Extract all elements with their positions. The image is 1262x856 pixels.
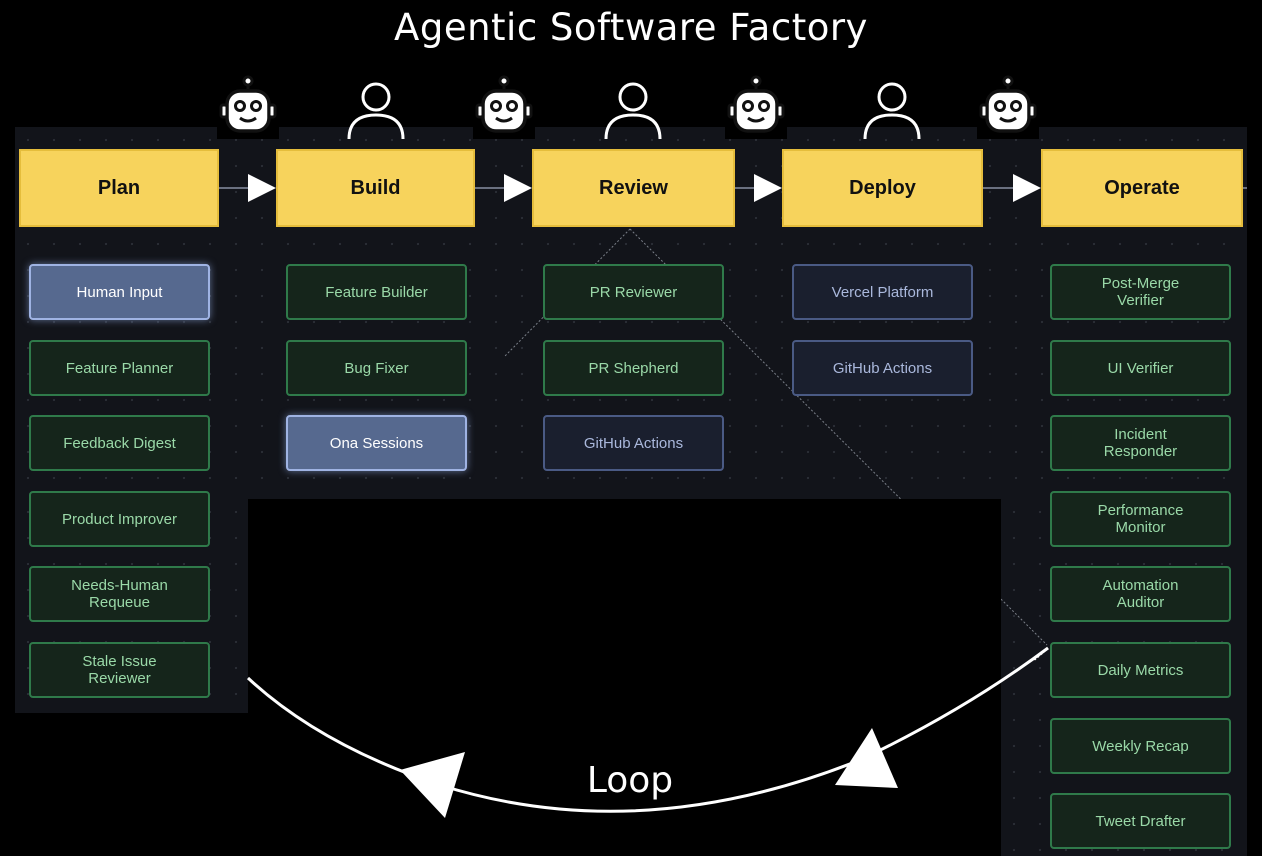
card-github-actions-deploy: GitHub Actions	[792, 340, 973, 396]
card-post-merge-verifier: Post-Merge Verifier	[1050, 264, 1231, 320]
card-feature-planner: Feature Planner	[29, 340, 210, 396]
card-incident-responder: Incident Responder	[1050, 415, 1231, 471]
stage-label: Plan	[97, 176, 141, 199]
stage-label: Build	[350, 176, 401, 199]
arrowhead-icon	[400, 752, 465, 818]
stage-label: Deploy	[849, 176, 916, 199]
arrow-right-icon	[248, 174, 276, 202]
stage-build: Build	[276, 149, 475, 227]
arrowhead-icon	[835, 728, 898, 788]
card-pr-shepherd: PR Shepherd	[543, 340, 724, 396]
robot-icon	[217, 75, 279, 139]
stage-label: Review	[599, 176, 668, 199]
person-icon	[602, 75, 664, 140]
stage-label: Operate	[1104, 176, 1180, 199]
card-stale-issue-reviewer: Stale Issue Reviewer	[29, 642, 210, 698]
person-icon	[861, 75, 923, 140]
arrow-right-icon	[1013, 174, 1041, 202]
card-ui-verifier: UI Verifier	[1050, 340, 1231, 396]
card-pr-reviewer: PR Reviewer	[543, 264, 724, 320]
card-performance-monitor: Performance Monitor	[1050, 491, 1231, 547]
arrow-right-icon	[754, 174, 782, 202]
card-product-improver: Product Improver	[29, 491, 210, 547]
arrow-right-icon	[504, 174, 532, 202]
diagram-title: Agentic Software Factory	[394, 6, 868, 49]
card-tweet-drafter: Tweet Drafter	[1050, 793, 1231, 849]
stage-plan: Plan	[19, 149, 219, 227]
robot-icon	[725, 75, 787, 139]
card-github-actions-review: GitHub Actions	[543, 415, 724, 471]
occluded-region	[248, 499, 1001, 856]
person-icon	[345, 75, 407, 140]
card-weekly-recap: Weekly Recap	[1050, 718, 1231, 774]
stage-deploy: Deploy	[782, 149, 983, 227]
stage-review: Review	[532, 149, 735, 227]
loop-label: Loop	[586, 760, 674, 801]
card-daily-metrics: Daily Metrics	[1050, 642, 1231, 698]
stage-operate: Operate	[1041, 149, 1243, 227]
card-feature-builder: Feature Builder	[286, 264, 467, 320]
card-automation-auditor: Automation Auditor	[1050, 566, 1231, 622]
card-vercel-platform: Vercel Platform	[792, 264, 973, 320]
robot-icon	[473, 75, 535, 139]
robot-icon	[977, 75, 1039, 139]
card-bug-fixer: Bug Fixer	[286, 340, 467, 396]
card-ona-sessions: Ona Sessions	[286, 415, 467, 471]
card-human-input: Human Input	[29, 264, 210, 320]
card-feedback-digest: Feedback Digest	[29, 415, 210, 471]
card-needs-human-requeue: Needs-Human Requeue	[29, 566, 210, 622]
